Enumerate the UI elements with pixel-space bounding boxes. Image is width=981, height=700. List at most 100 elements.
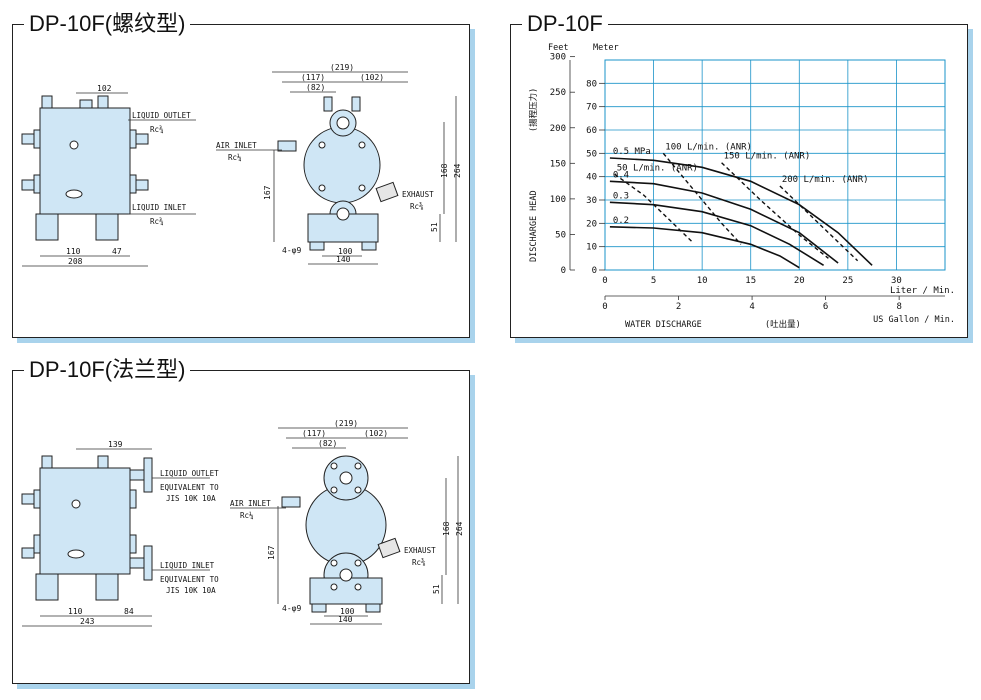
feet-tick-label: 100 [550, 195, 566, 205]
dim-total: 208 [68, 257, 83, 266]
side-view [281, 455, 401, 613]
meter-tick-label: 80 [586, 79, 597, 89]
meter-tick-label: 60 [586, 126, 597, 136]
x2-tick-label: 0 [602, 302, 607, 312]
meter-tick-label: 70 [586, 103, 597, 113]
x2-tick-label: 8 [896, 302, 901, 312]
liquid-inlet-label: LIQUID INLET [160, 561, 215, 570]
y-axis-title: DISCHARGE HEAD [529, 190, 539, 262]
pressure-curve-0 [609, 157, 873, 266]
dim-top: 139 [108, 440, 123, 449]
feet-tick-label: 250 [550, 88, 566, 98]
hole-spec: 4-φ9 [282, 246, 301, 255]
liquid-inlet-label: LIQUID INLET [132, 203, 187, 212]
x2-tick-label: 4 [749, 302, 754, 312]
dim-140: 140 [336, 255, 351, 264]
dim-219: (219) [334, 419, 358, 428]
x-tick-label: 15 [745, 276, 756, 286]
meter-tick-label: 50 [586, 149, 597, 159]
meter-tick-label: 20 [586, 219, 597, 229]
liquid-outlet-label: LIQUID OUTLET [132, 111, 191, 120]
x-tick-label: 30 [891, 276, 902, 286]
x-tick-label: 25 [842, 276, 853, 286]
meter-tick-label: 10 [586, 243, 597, 253]
exhaust-label: EXHAUST [402, 190, 434, 199]
dim-167: 167 [267, 545, 276, 560]
air-inlet-label: AIR INLET [230, 499, 271, 508]
air-inlet-size: Rc¼ [228, 153, 242, 162]
dim-167: 167 [263, 185, 272, 200]
pressure-label-0: 0.5 MPa [613, 147, 651, 157]
air-curve-1 [662, 152, 742, 245]
pressure-curve-3 [609, 226, 800, 269]
x-unit-label: Liter / Min. [890, 286, 955, 296]
feet-tick-label: 150 [550, 159, 566, 169]
y-axis-title-cn: (揚程压力) [528, 88, 539, 132]
dim-bottom-b: 47 [112, 247, 122, 256]
dim-102: (102) [360, 73, 384, 82]
dim-117: (117) [302, 429, 326, 438]
chart-panel-title: DP-10F [522, 12, 608, 36]
liquid-outlet-size: Rc¾ [150, 125, 164, 134]
exhaust-size: Rc⅜ [410, 202, 424, 211]
dim-bottom-b: 84 [124, 607, 134, 616]
air-curve-2 [721, 162, 829, 259]
liquid-inlet-std1: EQUIVALENT TO [160, 575, 219, 584]
x-axis-title: WATER DISCHARGE [625, 320, 702, 330]
dim-82: (82) [318, 439, 337, 448]
dim-219: (219) [330, 63, 354, 72]
dim-total: 243 [80, 617, 95, 626]
y-unit-meter: Meter [593, 43, 619, 53]
air-label-1: 100 L/min. (ANR) [665, 142, 752, 152]
dim-140: 140 [338, 615, 353, 624]
drawing-flange: 139 110 84 243 LIQUID OUTLET EQUIVALENT … [21, 419, 464, 627]
x2-tick-label: 6 [823, 302, 828, 312]
liquid-inlet-std2: JIS 10K 10A [166, 586, 216, 595]
dim-117: (117) [301, 73, 325, 82]
x2-tick-label: 2 [676, 302, 681, 312]
dim-102: (102) [364, 429, 388, 438]
dim-51: 51 [432, 584, 441, 594]
dim-82: (82) [306, 83, 325, 92]
x-tick-label: 20 [794, 276, 805, 286]
air-curve-0 [614, 173, 693, 243]
dim-100: 100 [340, 607, 355, 616]
liquid-inlet-size: Rc¾ [150, 217, 164, 226]
air-inlet-size: Rc¼ [240, 511, 254, 520]
dim-264: 264 [453, 163, 462, 178]
hole-spec: 4-φ9 [282, 604, 301, 613]
front-dimensions [22, 92, 196, 267]
feet-tick-label: 200 [550, 124, 566, 134]
dim-168: 168 [440, 163, 449, 178]
meter-tick-label: 30 [586, 196, 597, 206]
air-label-3: 200 L/min. (ANR) [782, 175, 869, 185]
x-axis-title-cn: (吐出量) [765, 319, 801, 330]
pressure-label-1: 0.4 [613, 170, 629, 180]
panel-threaded-title: DP-10F(螺纹型) [24, 12, 191, 36]
liquid-outlet-label: LIQUID OUTLET [160, 469, 219, 478]
x-tick-label: 0 [602, 276, 607, 286]
drawing-threaded: 102 110 47 208 LIQUID OUTLET Rc¾ LIQUID … [21, 63, 462, 267]
pressure-curve-1 [609, 180, 839, 264]
y-unit-feet: Feet [548, 43, 568, 53]
dim-100: 100 [338, 247, 353, 256]
feet-tick-label: 50 [555, 230, 566, 240]
dim-bottom-a: 110 [68, 607, 83, 616]
liquid-outlet-std1: EQUIVALENT TO [160, 483, 219, 492]
dim-top: 102 [97, 84, 112, 93]
exhaust-label: EXHAUST [404, 546, 436, 555]
panel-chart [510, 24, 968, 338]
meter-tick-label: 0 [592, 266, 597, 276]
dim-168: 168 [442, 521, 451, 536]
air-label-2: 150 L/min. (ANR) [724, 152, 811, 162]
x-tick-label: 5 [651, 276, 656, 286]
pressure-curve-2 [609, 201, 825, 266]
feet-tick-label: 300 [550, 53, 566, 63]
feet-tick-label: 0 [561, 266, 566, 276]
meter-tick-label: 40 [586, 173, 597, 183]
pressure-label-3: 0.2 [613, 216, 629, 226]
panel-flange-title: DP-10F(法兰型) [24, 358, 191, 382]
front-view [21, 95, 149, 241]
pressure-label-2: 0.3 [613, 191, 629, 201]
